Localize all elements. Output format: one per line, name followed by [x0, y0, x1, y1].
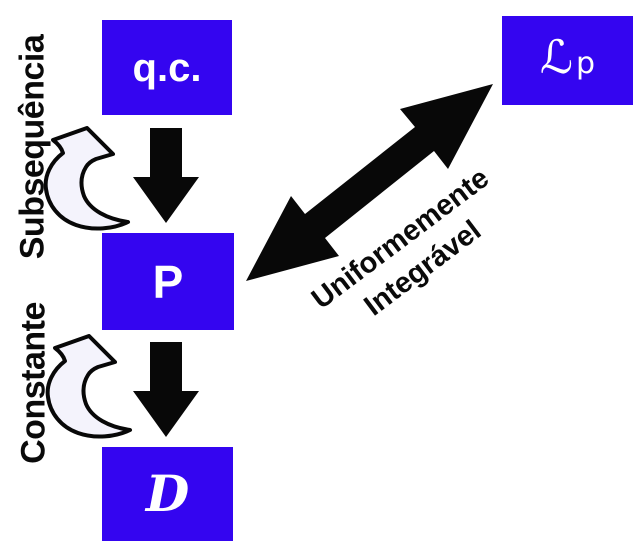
- label-subsequencia: Subsequência: [13, 34, 52, 260]
- down-arrow-p-to-d-icon: [133, 342, 199, 437]
- curved-arrow-subsequencia-icon: [43, 126, 130, 231]
- node-lp: ℒ p: [502, 16, 633, 105]
- node-qc-label: q.c.: [132, 45, 202, 90]
- double-arrow-p-lp-icon: [246, 84, 493, 281]
- node-lp-sub: p: [576, 46, 596, 81]
- down-arrow-qc-to-p-icon: [133, 128, 199, 223]
- node-p: P: [102, 233, 234, 330]
- node-p-label: P: [152, 255, 184, 308]
- node-lp-letter: ℒ: [539, 30, 574, 84]
- node-d: D: [102, 447, 233, 541]
- label-constante: Constante: [14, 302, 53, 464]
- curved-arrow-constante-icon: [45, 334, 132, 439]
- node-qc: q.c.: [102, 20, 232, 115]
- node-d-label: D: [145, 464, 190, 523]
